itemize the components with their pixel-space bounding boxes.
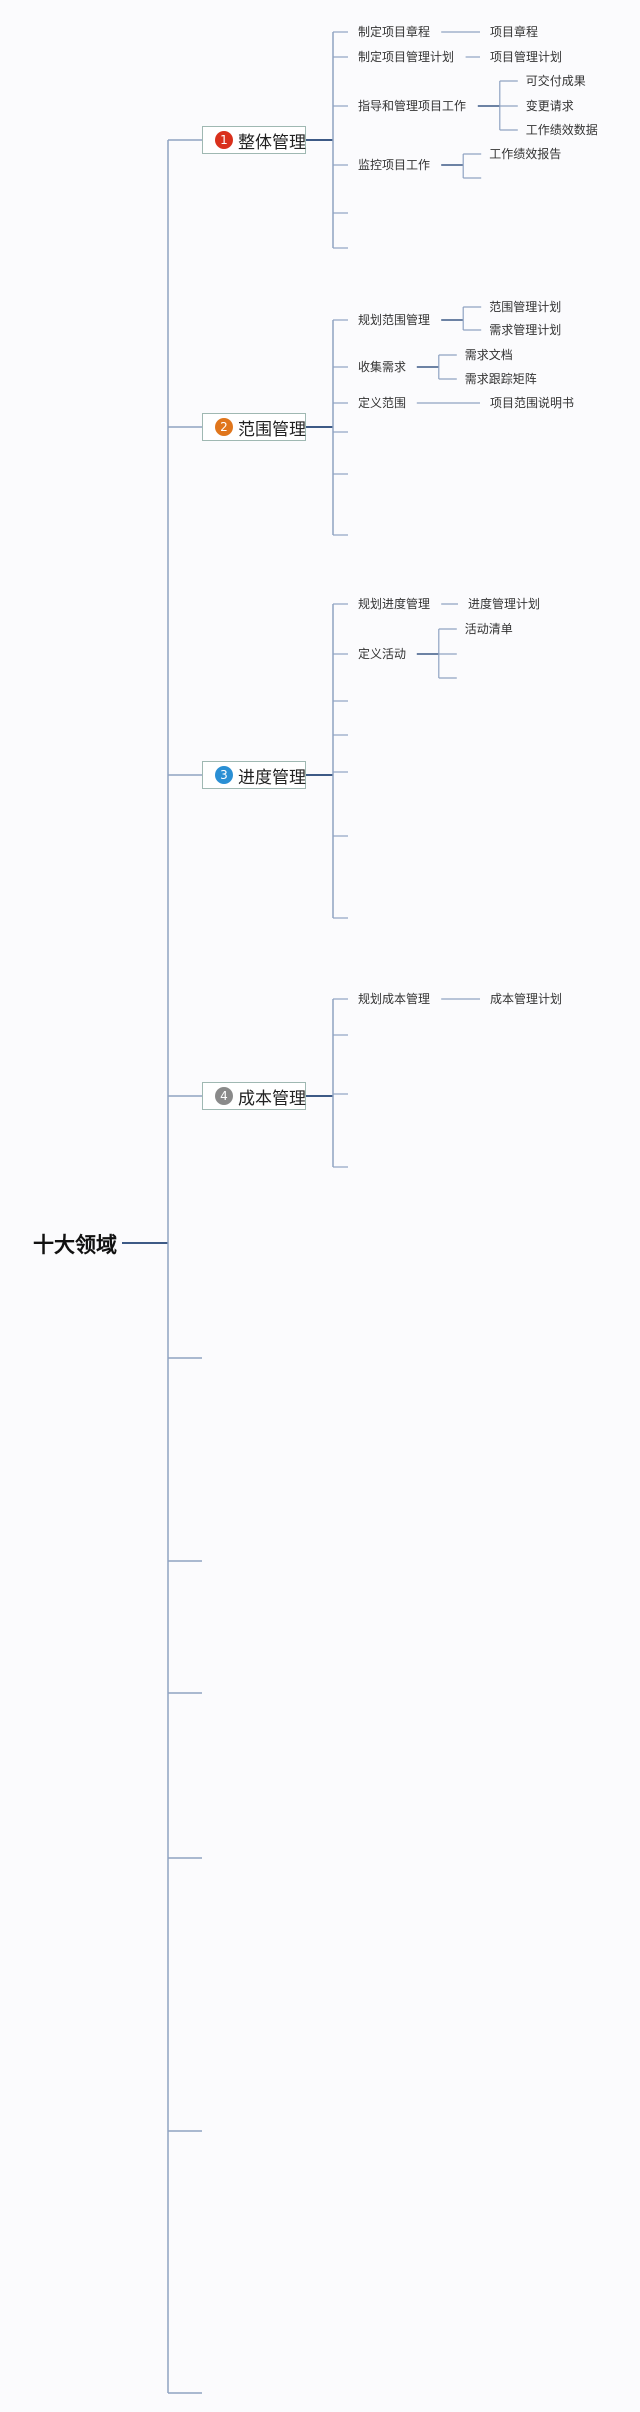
output-label: 项目范围说明书 [490,396,575,410]
process-label: 制定项目管理计划 [358,50,455,64]
output-label: 进度管理计划 [468,597,541,611]
process-label: 收集需求 [358,360,407,374]
process-label: 定义范围 [358,396,407,410]
number-badge: 1 [215,131,233,149]
knowledge-area-label: 进度管理 [238,767,306,788]
output-label: 需求管理计划 [489,323,562,337]
knowledge-area-label: 整体管理 [238,132,306,153]
output-label: 可交付成果 [525,74,586,88]
output-label: 范围管理计划 [489,300,562,314]
knowledge-area-node[interactable]: 4 成本管理 [202,1082,306,1110]
process-label: 定义活动 [358,647,407,661]
knowledge-area-node[interactable]: 3 进度管理 [202,761,306,789]
output-label: 需求文档 [464,348,513,362]
number-badge: 2 [215,418,233,436]
knowledge-area-node[interactable]: 1 整体管理 [202,126,306,154]
output-label: 需求跟踪矩阵 [464,372,537,386]
process-label: 规划成本管理 [358,992,431,1006]
output-label: 项目章程 [490,25,539,39]
knowledge-area-label: 成本管理 [238,1088,306,1109]
process-label: 监控项目工作 [358,158,431,172]
output-label: 活动清单 [464,622,513,636]
output-label: 项目管理计划 [490,50,563,64]
knowledge-area-node[interactable]: 2 范围管理 [202,413,306,441]
output-label: 成本管理计划 [490,992,563,1006]
process-label: 规划范围管理 [358,313,431,327]
number-badge: 4 [215,1087,233,1105]
process-label: 指导和管理项目工作 [358,99,467,113]
output-label: 工作绩效数据 [525,123,598,137]
root-topic: 十大领域 [33,1233,117,1257]
output-label: 工作绩效报告 [489,147,562,161]
process-label: 规划进度管理 [358,597,431,611]
knowledge-area-label: 范围管理 [238,419,306,440]
number-badge: 3 [215,766,233,784]
process-label: 制定项目章程 [358,25,431,39]
output-label: 变更请求 [525,99,574,113]
